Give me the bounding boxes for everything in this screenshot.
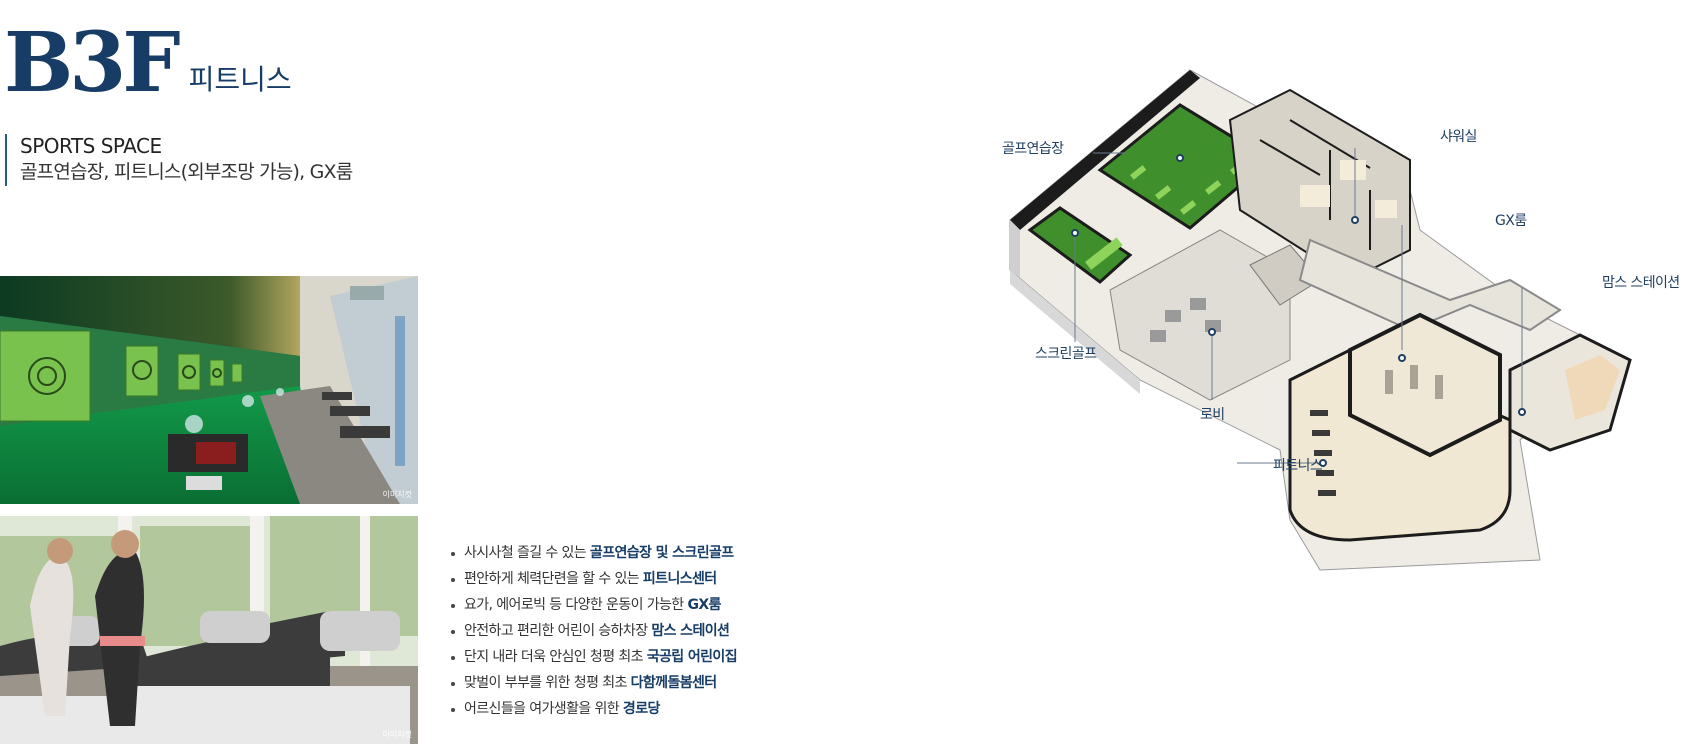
feature-item: 안전하고 편리한 어린이 승하차장 맘스 스테이션: [448, 618, 737, 644]
image-note: 이미지컷: [382, 490, 412, 499]
floor-name: 피트니스: [188, 63, 292, 96]
feature-text: 안전하고 편리한 어린이 승하차장: [464, 623, 652, 639]
feature-text: 사시사철 즐길 수 있는: [464, 545, 590, 561]
feature-item: 맞벌이 부부를 위한 청평 최초 다함께돌봄센터: [448, 670, 737, 696]
feature-item: 요가, 에어로빅 등 다양한 운동이 가능한 GX룸: [448, 592, 737, 618]
feature-text: 어르신들을 여가생활을 위한: [464, 701, 623, 717]
feature-item: 편안하게 체력단련을 할 수 있는 피트니스센터: [448, 566, 737, 592]
feature-highlight: 맘스 스테이션: [651, 623, 730, 639]
floor-title: B3F 피트니스: [4, 14, 292, 104]
fitness-treadmill-photo: 이미지컷: [0, 516, 418, 744]
subtitle-korean: 골프연습장, 피트니스(외부조망 가능), GX룸: [20, 161, 353, 183]
floor-plan: 골프연습장 샤워실 GX룸 맘스 스테이션 스크린골프 로비 피트니스: [990, 50, 1700, 590]
floor-plan-drawing: [1009, 69, 1632, 571]
feature-list: 사시사철 즐길 수 있는 골프연습장 및 스크린골프 편안하게 체력단련을 할 …: [448, 540, 738, 722]
label-lobby: 로비: [1200, 407, 1225, 423]
label-golf-range: 골프연습장: [1002, 141, 1064, 157]
label-gx-room: GX룸: [1495, 213, 1527, 229]
feature-item: 사시사철 즐길 수 있는 골프연습장 및 스크린골프: [448, 540, 737, 566]
feature-text: 편안하게 체력단련을 할 수 있는: [464, 571, 643, 587]
feature-highlight: 경로당: [622, 701, 660, 717]
subtitle-block: SPORTS SPACE 골프연습장, 피트니스(외부조망 가능), GX룸: [5, 134, 353, 186]
image-note: 이미지컷: [382, 730, 412, 739]
floor-code: B3F: [4, 15, 181, 111]
feature-highlight: 피트니스센터: [642, 571, 717, 587]
feature-highlight: GX룸: [687, 597, 721, 613]
feature-item: 어르신들을 여가생활을 위한 경로당: [448, 696, 737, 722]
feature-highlight: 다함께돌봄센터: [630, 675, 718, 691]
feature-item: 단지 내라 더욱 안심인 청평 최초 국공립 어린이집: [448, 644, 738, 670]
label-screen-golf: 스크린골프: [1035, 346, 1097, 362]
feature-text: 요가, 에어로빅 등 다양한 운동이 가능한: [464, 597, 688, 613]
golf-range-photo: 이미지컷: [0, 276, 418, 504]
subtitle-english: SPORTS SPACE: [20, 134, 162, 158]
feature-text: 단지 내라 더욱 안심인 청평 최초: [464, 649, 647, 665]
feature-highlight: 골프연습장 및 스크린골프: [589, 545, 734, 561]
label-fitness: 피트니스: [1273, 458, 1323, 474]
label-shower: 샤워실: [1440, 129, 1477, 145]
feature-highlight: 국공립 어린이집: [646, 649, 738, 665]
feature-text: 맞벌이 부부를 위한 청평 최초: [464, 675, 631, 691]
label-moms-station: 맘스 스테이션: [1602, 275, 1680, 291]
